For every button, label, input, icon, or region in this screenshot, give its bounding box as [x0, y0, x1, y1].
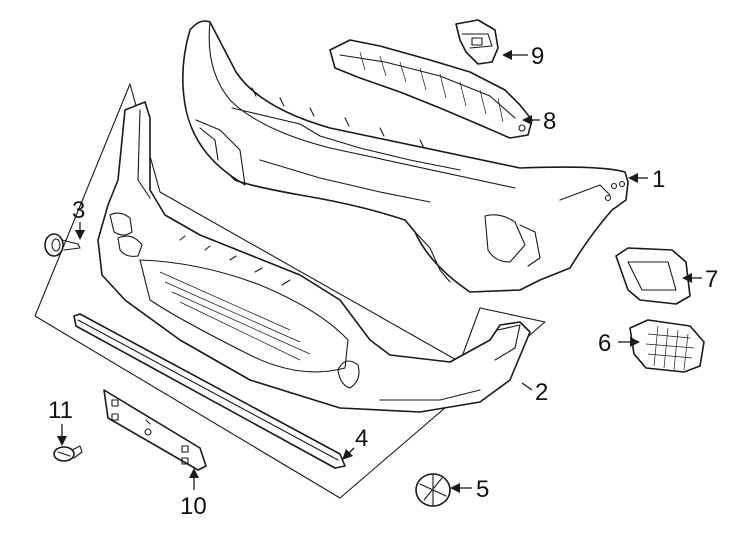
bezel-part: [615, 247, 691, 305]
grille-insert-part: [629, 319, 705, 373]
leader-lines: [57, 50, 702, 493]
callout-4: 4: [355, 425, 368, 452]
bracket-part: [455, 19, 499, 65]
plate-bracket-part: [103, 389, 207, 471]
callout-6: 6: [598, 330, 611, 357]
callout-11: 11: [48, 397, 73, 424]
callout-2: 2: [535, 379, 548, 406]
callout-7: 7: [705, 266, 718, 293]
bumper-assembly-outline: [34, 83, 546, 499]
bumper-cover-part: [182, 20, 629, 293]
trim-strip-part: [73, 313, 346, 469]
callout-10: 10: [180, 493, 207, 520]
callout-3: 3: [72, 197, 85, 224]
callout-9: 9: [531, 43, 544, 70]
cap-part: [44, 233, 81, 257]
callout-5: 5: [476, 476, 489, 503]
lower-fascia-part: [97, 101, 531, 413]
grille-frame-part: [329, 39, 533, 139]
callout-1: 1: [652, 166, 665, 193]
callout-8: 8: [543, 108, 556, 135]
emblem-part: [415, 473, 451, 507]
screw-part: [53, 445, 83, 462]
